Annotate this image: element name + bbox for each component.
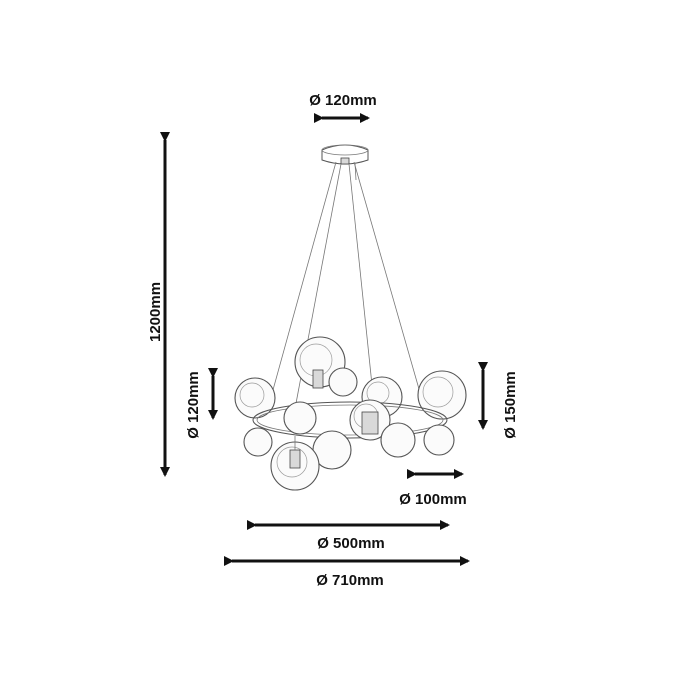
globe-spacing-label: Ø 100mm — [399, 491, 467, 508]
overall-diameter-label: Ø 710mm — [316, 572, 384, 589]
suspension-cables — [267, 161, 426, 431]
large-globe-label: Ø 150mm — [502, 371, 519, 439]
chandelier-ring — [252, 401, 448, 439]
small-globe-label: Ø 120mm — [185, 371, 202, 439]
ring-diameter-label: Ø 500mm — [317, 535, 385, 552]
canopy-diameter-label: Ø 120mm — [309, 92, 377, 109]
globes-back — [234, 336, 467, 420]
ceiling-canopy — [321, 144, 369, 165]
globes-front — [243, 399, 455, 491]
total-height-label: 1200mm — [147, 282, 164, 342]
